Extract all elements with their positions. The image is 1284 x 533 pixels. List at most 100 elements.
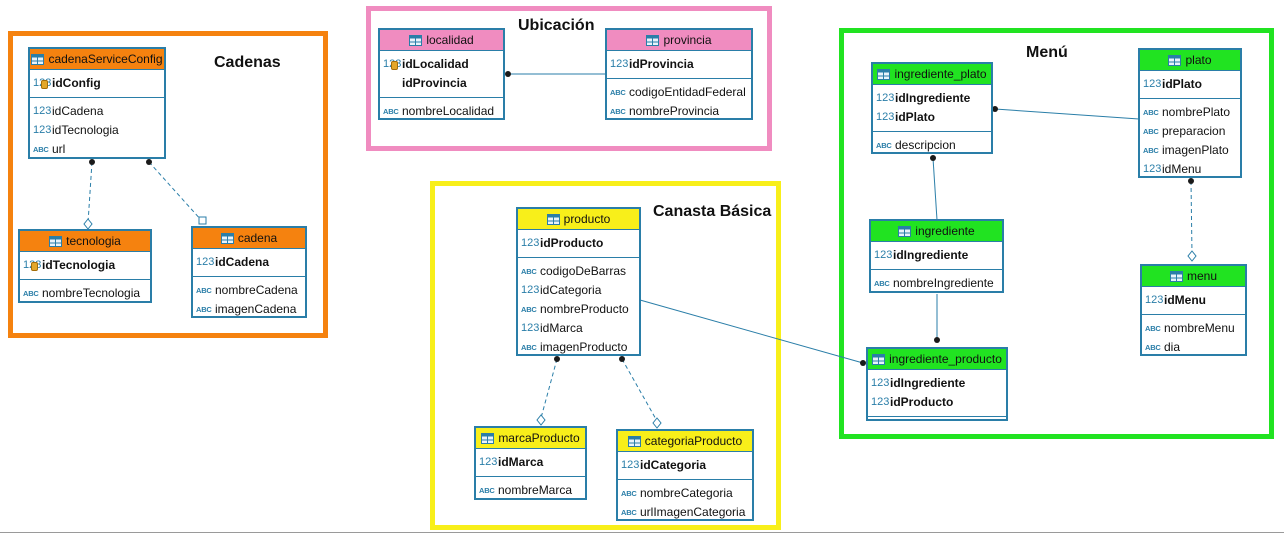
table-icon	[49, 235, 63, 247]
column-name: nombreIngrediente	[893, 276, 994, 290]
relationship-origin-dot	[860, 360, 866, 366]
entity-header[interactable]: cadenaServiceConfig	[30, 49, 164, 70]
text-type-icon: ABC	[1143, 108, 1159, 117]
column-name: preparacion	[1162, 124, 1226, 138]
table-icon	[31, 53, 45, 65]
table-icon	[220, 232, 234, 244]
group-canasta-basica	[430, 181, 781, 530]
entity-header[interactable]: categoriaProducto	[618, 431, 752, 452]
relationship-origin-dot	[1188, 178, 1194, 184]
relationship-producto-marca	[540, 358, 558, 419]
relationship-diamond-end	[83, 218, 93, 230]
numeric-type-icon: 123	[871, 377, 890, 389]
numeric-type-icon: 123	[1145, 294, 1164, 306]
text-type-icon: ABC	[23, 289, 39, 298]
entity-header[interactable]: marcaProducto	[476, 428, 585, 449]
entity-name: ingrediente_plato	[894, 67, 987, 81]
entity-cadenaserviceconfig[interactable]: cadenaServiceConfig 123idConfig 123idCaden…	[28, 47, 166, 159]
relationship-ingrediente-plato-ingrediente	[932, 157, 938, 221]
primary-key-column[interactable]: idProvincia	[380, 74, 503, 93]
entity-name: ingrediente	[915, 224, 975, 238]
entity-header[interactable]: ingrediente	[871, 221, 1002, 242]
entity-header[interactable]: ingrediente_producto	[868, 349, 1006, 370]
column-name: nombreCategoria	[640, 486, 733, 500]
column-section	[868, 417, 1006, 425]
column-name: url	[52, 142, 66, 156]
entity-tecnologia[interactable]: tecnologia 123idTecnologiaABCnombreTecnol…	[18, 229, 152, 303]
entity-header[interactable]: provincia	[607, 30, 751, 51]
entity-header[interactable]: plato	[1140, 50, 1240, 71]
entity-localidad[interactable]: localidad 123idLocalidadidProvinciaABCnom…	[378, 28, 505, 120]
table-icon	[409, 34, 423, 46]
entity-header[interactable]: cadena	[193, 228, 305, 249]
entity-header[interactable]: ingrediente_plato	[873, 64, 991, 85]
primary-key-column[interactable]: 123idLocalidad	[380, 55, 503, 74]
numeric-type-icon: 123	[1143, 78, 1162, 90]
entity-header[interactable]: tecnologia	[20, 231, 150, 252]
numeric-type-icon: 123	[521, 237, 540, 249]
text-type-icon: ABC	[196, 286, 212, 295]
column-name: nombreTecnologia	[42, 286, 141, 300]
text-type-icon: ABC	[610, 107, 626, 116]
entity-header[interactable]: localidad	[380, 30, 503, 51]
column-name: idLocalidad	[402, 57, 469, 71]
entity-name: menu	[1186, 269, 1218, 283]
entity-header[interactable]: menu	[1142, 266, 1245, 287]
primary-key-column[interactable]: 123idConfig	[30, 74, 164, 93]
entity-header[interactable]: producto	[518, 209, 639, 230]
